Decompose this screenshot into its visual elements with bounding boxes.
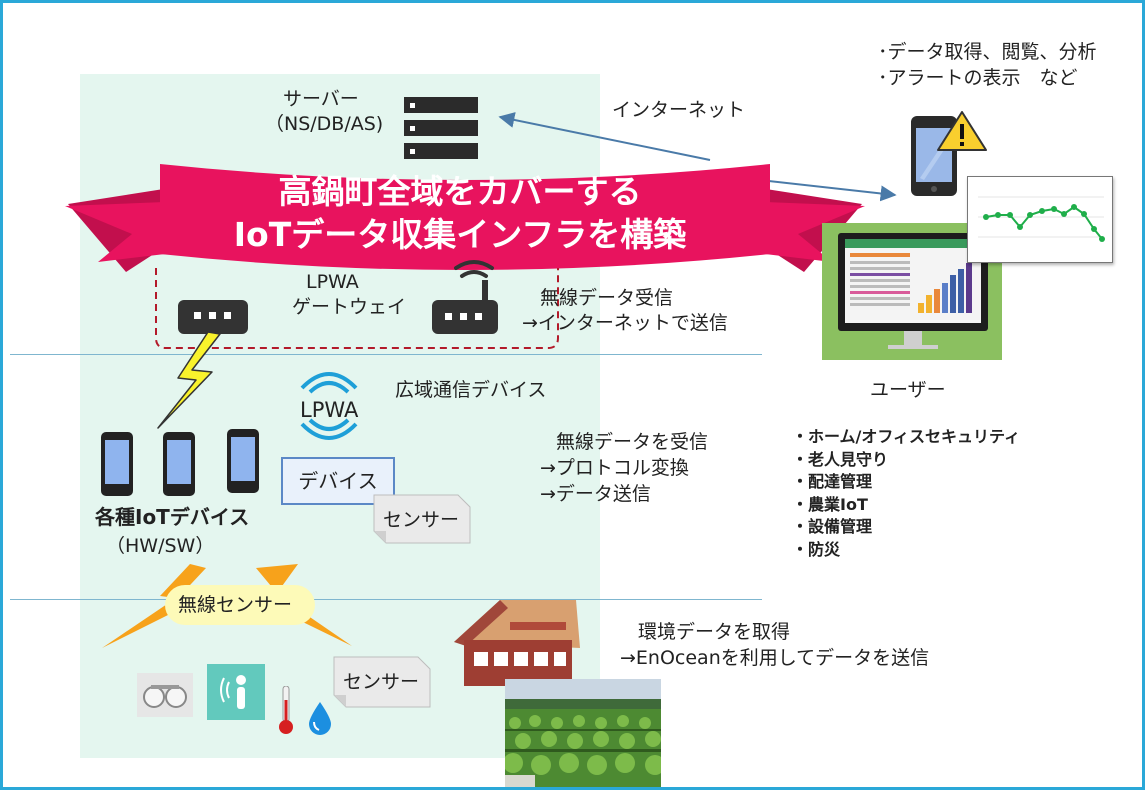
wide-area-desc-line1: 無線データを受信 [556,431,709,453]
phone-icon-3 [227,429,259,493]
use-case-item: ・設備管理 [792,517,873,536]
environment-line1: 環境データを取得 [638,621,791,643]
iot-devices-subtitle: （HW/SW） [106,535,215,557]
environment-line2: →EnOceanを利用してデータを送信 [620,647,930,669]
gateway-desc-line2: →インターネットで送信 [522,312,728,334]
water-drop-icon [309,702,331,735]
internet-label: インターネット [612,99,746,121]
wide-area-desc-line2: →プロトコル変換 [540,457,689,479]
wifi-router-icon [432,260,498,334]
sensor-card-shape [333,656,431,708]
wide-area-title: 広域通信デバイス [395,379,547,401]
divider-line-lower [10,599,762,600]
use-case-item: ・配達管理 [792,472,873,491]
trend-line-icon [978,196,1105,242]
gateway-desc-line1: 無線データ受信 [540,287,674,309]
monitor-photo [822,223,1002,360]
banner-title-line1: 高鍋町全域をカバーする [278,172,642,211]
presence-sensor-icon [207,664,265,720]
lpwa-label: LPWA [300,398,359,422]
farm-field-photo [505,679,661,787]
server-sublabel: （NS/DB/AS) [265,113,384,135]
sensor-card-lower: センサー [330,653,432,709]
trend-chart-card [967,176,1113,263]
device-box: デバイス [281,457,395,505]
banner-title: 高鍋町全域をカバーする IoTデータ収集インフラを構築 [160,170,760,256]
wireless-sensor-label: 無線センサー [178,594,293,616]
use-case-item: ・ホーム/オフィスセキュリティ [792,427,1021,446]
lpwa-wave-icon [300,372,358,440]
gateway-dashed-box [155,268,559,349]
iot-devices-title: 各種IoTデバイス [95,505,250,529]
smartphone-alert-icon [911,111,987,196]
banner-ribbon [65,164,865,272]
phone-icon-1 [101,432,133,496]
dashboard-monitor-icon [838,233,988,349]
wide-area-desc-line3: →データ送信 [540,483,651,505]
use-case-list: ・ホーム/オフィスセキュリティ ・老人見守り ・配達管理 ・農業IoT ・設備管… [792,426,1020,561]
user-features-line2: ･アラートの表示 など [878,67,1078,89]
sensor-label-lower: センサー [342,671,419,693]
phone-icon-2 [163,432,195,496]
gateway-label-line2: ゲートウェイ [292,296,407,318]
lightning-bolt-icon [157,331,221,429]
wireless-sensor-badge [165,585,315,625]
banner-title-line2: IoTデータ収集インフラを構築 [233,215,687,254]
sensor-label-upper: センサー [382,509,459,531]
divider-line-upper [10,354,762,355]
use-case-item: ・防災 [792,539,841,559]
field-photo-icon [505,679,661,787]
house-icon [454,600,580,686]
gateway-router-icon [178,300,248,334]
use-case-item: ・農業IoT [792,494,868,514]
sensor-card-shape [373,494,471,544]
thermometer-icon [279,686,293,734]
server-rack-icon [404,97,478,159]
gateway-label-line1: LPWA [306,271,359,293]
user-label: ユーザー [870,379,946,401]
use-case-item: ・老人見守り [792,449,889,469]
motion-sensor-icon [137,673,193,717]
sensor-card-upper: センサー [370,491,472,545]
server-label: サーバー [283,88,359,110]
user-features-line1: ･データ取得、閲覧、分析 [878,41,1097,63]
